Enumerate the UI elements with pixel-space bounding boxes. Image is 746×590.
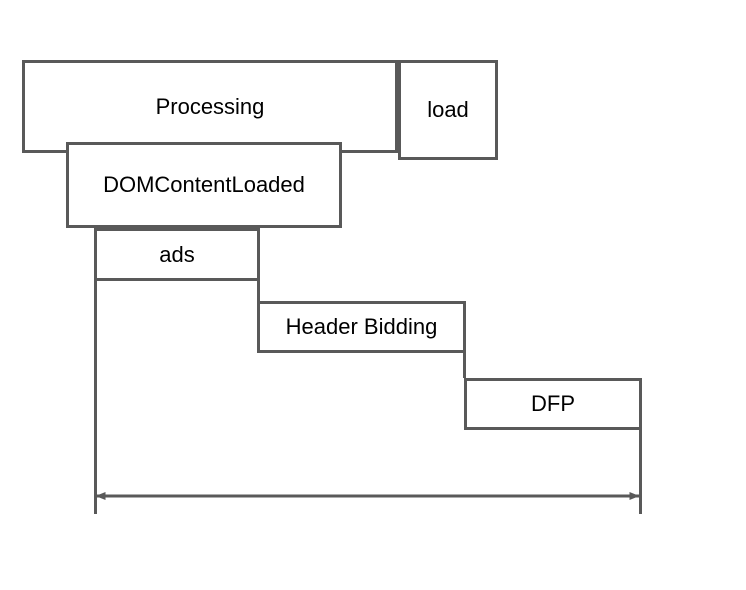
box-load-label: load (427, 97, 469, 122)
box-dfp-label: DFP (531, 391, 575, 416)
box-domcontentloaded: DOMContentLoaded (66, 142, 342, 228)
box-load: load (398, 60, 498, 160)
box-domcontentloaded-label: DOMContentLoaded (103, 172, 305, 197)
box-header-bidding-label: Header Bidding (285, 314, 438, 339)
box-dfp: DFP (464, 378, 642, 430)
box-ads-label: ads (159, 241, 195, 267)
box-processing-label: Processing (155, 93, 265, 119)
box-ads: ads (94, 228, 260, 281)
box-processing: Processing (22, 60, 398, 153)
guide-line-left (94, 228, 97, 514)
box-header-bidding: Header Bidding (257, 301, 466, 353)
guide-line-right (639, 378, 642, 514)
